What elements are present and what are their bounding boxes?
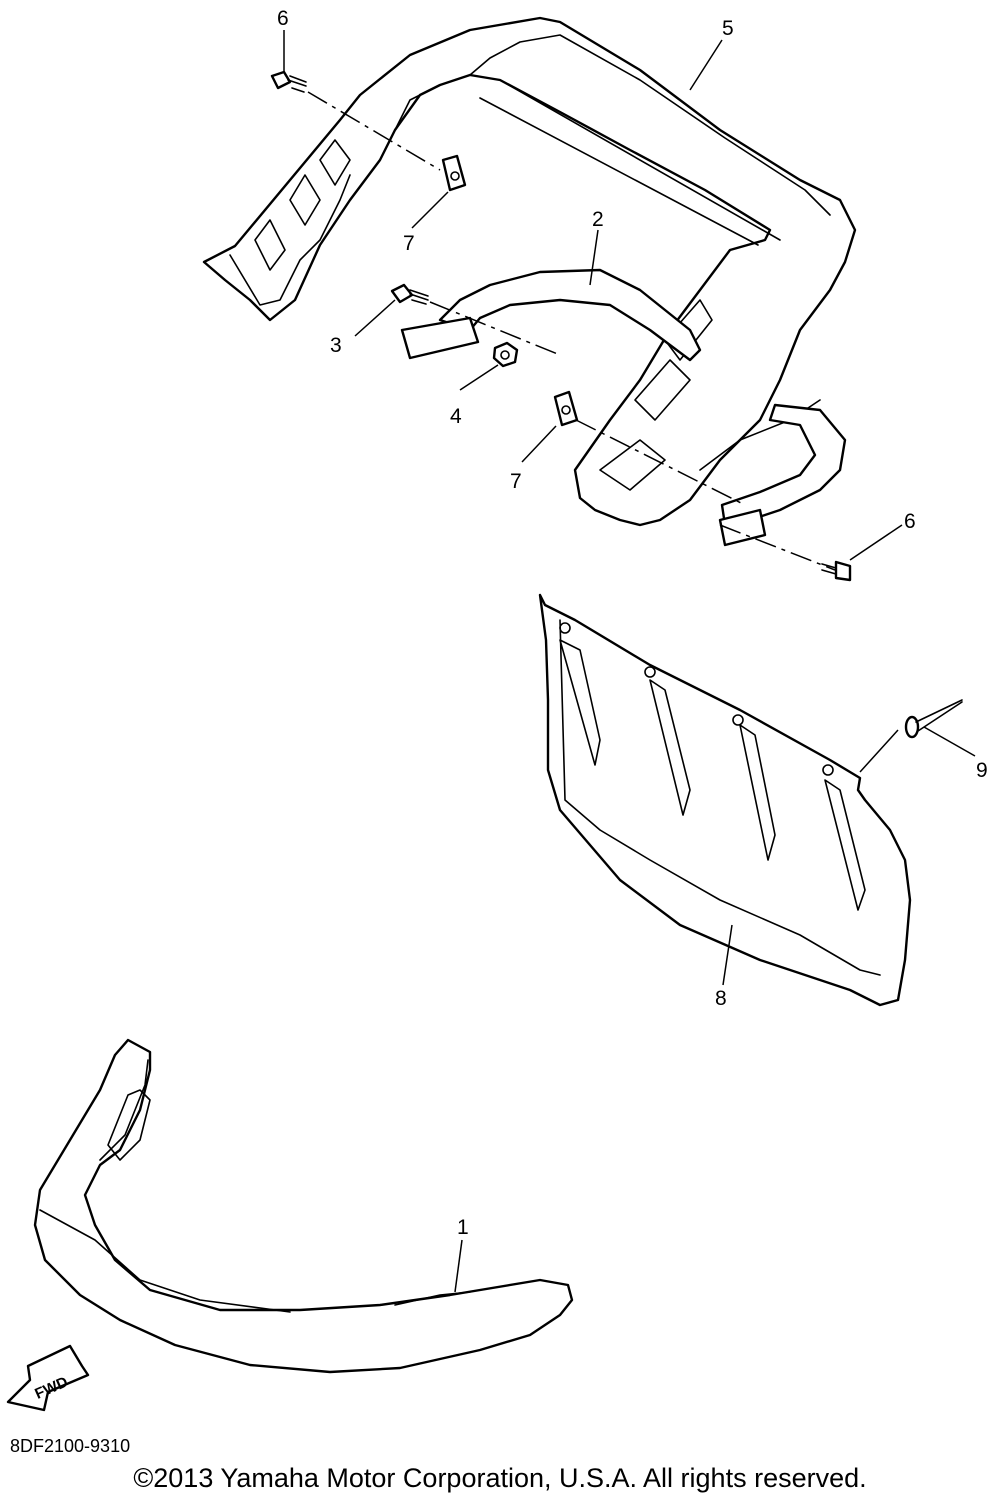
callout-8: 8	[715, 987, 727, 1010]
fwd-arrow-icon: FWD	[6, 1344, 90, 1412]
callout-5: 5	[722, 17, 734, 40]
callout-7: 7	[403, 232, 415, 255]
rivet-icon	[904, 699, 963, 739]
clip-icon	[441, 154, 467, 192]
part-5-rear-bumper-frame	[202, 16, 857, 527]
parts-diagram: 6 5 7 2 3 4 7 6 9 8 1 FWD	[6, 7, 988, 1412]
copyright-notice: ©2013 Yamaha Motor Corporation, U.S.A. A…	[133, 1463, 867, 1493]
part-2-stay	[400, 268, 847, 547]
leader-lines	[283, 30, 976, 1293]
callout-6: 6	[277, 7, 289, 30]
bolt-icon	[270, 70, 307, 93]
callout-4: 4	[450, 405, 462, 428]
bolt-icon	[390, 283, 429, 305]
clip-icon	[553, 390, 579, 427]
callout-3: 3	[330, 334, 342, 357]
nut-icon	[492, 341, 519, 368]
bolt-icon	[821, 560, 852, 582]
part-1-front-bumper	[33, 1038, 574, 1374]
drawing-code: 8DF2100-9310	[10, 1436, 131, 1456]
assembly-lines	[307, 91, 899, 773]
part-8-mud-flap	[538, 593, 912, 1007]
callout-1: 1	[457, 1216, 469, 1239]
callout-6: 6	[904, 510, 916, 533]
callout-7: 7	[510, 470, 522, 493]
callouts: 6 5 7 2 3 4 7 6 9 8 1	[277, 7, 988, 1239]
callout-2: 2	[592, 208, 604, 231]
callout-9: 9	[976, 759, 988, 782]
